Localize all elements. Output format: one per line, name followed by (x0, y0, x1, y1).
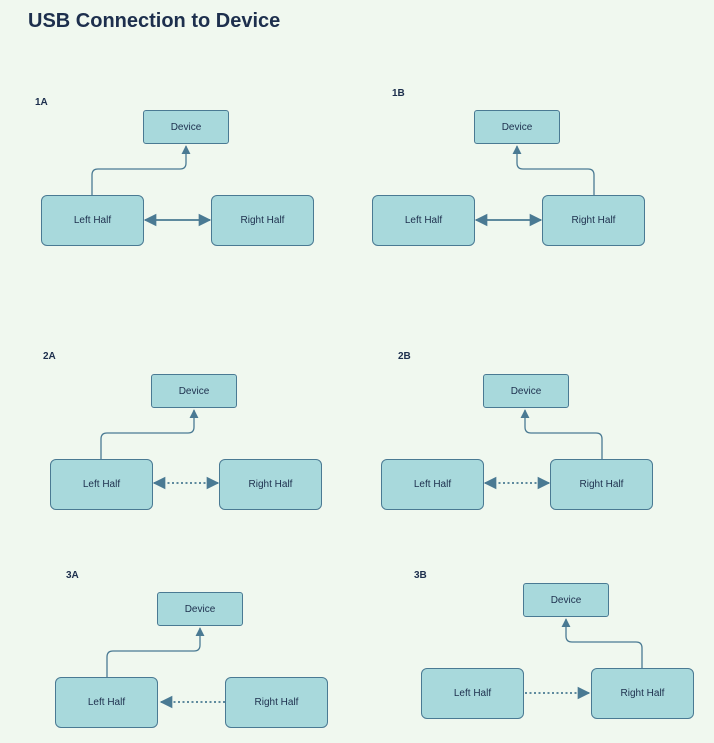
panel-2a-device-node: Device (151, 374, 237, 408)
panel-2b-right-half-node: Right Half (550, 459, 653, 510)
panel-label-3b: 3B (414, 570, 427, 581)
panel-3b-right-half-node: Right Half (591, 668, 694, 719)
edge-2b-right-to-device (520, 409, 603, 459)
edge-1b-right-to-device (512, 145, 595, 195)
edge-3a-left-to-device (106, 627, 205, 677)
panel-2b-left-half-node: Left Half (381, 459, 484, 510)
edge-2a-left-to-device (100, 409, 199, 459)
panel-label-3a: 3A (66, 570, 79, 581)
panel-1a-right-half-node: Right Half (211, 195, 314, 246)
panel-1b-right-half-node: Right Half (542, 195, 645, 246)
panel-1b-left-half-node: Left Half (372, 195, 475, 246)
panel-2a-right-half-node: Right Half (219, 459, 322, 510)
panel-2b-device-node: Device (483, 374, 569, 408)
panel-label-1b: 1B (392, 88, 405, 99)
panel-1a-left-half-node: Left Half (41, 195, 144, 246)
panel-label-1a: 1A (35, 97, 48, 108)
page-title: USB Connection to Device (28, 10, 281, 32)
panel-3a-device-node: Device (157, 592, 243, 626)
panel-3b-device-node: Device (523, 583, 609, 617)
panel-1b-device-node: Device (474, 110, 560, 144)
panel-2a-left-half-node: Left Half (50, 459, 153, 510)
panel-1a-device-node: Device (143, 110, 229, 144)
panel-3b-left-half-node: Left Half (421, 668, 524, 719)
panel-3a-left-half-node: Left Half (55, 677, 158, 728)
edge-3b-right-to-device (561, 618, 643, 668)
panel-3a-right-half-node: Right Half (225, 677, 328, 728)
edge-1a-left-to-device (91, 145, 191, 195)
panel-label-2b: 2B (398, 351, 411, 362)
panel-label-2a: 2A (43, 351, 56, 362)
